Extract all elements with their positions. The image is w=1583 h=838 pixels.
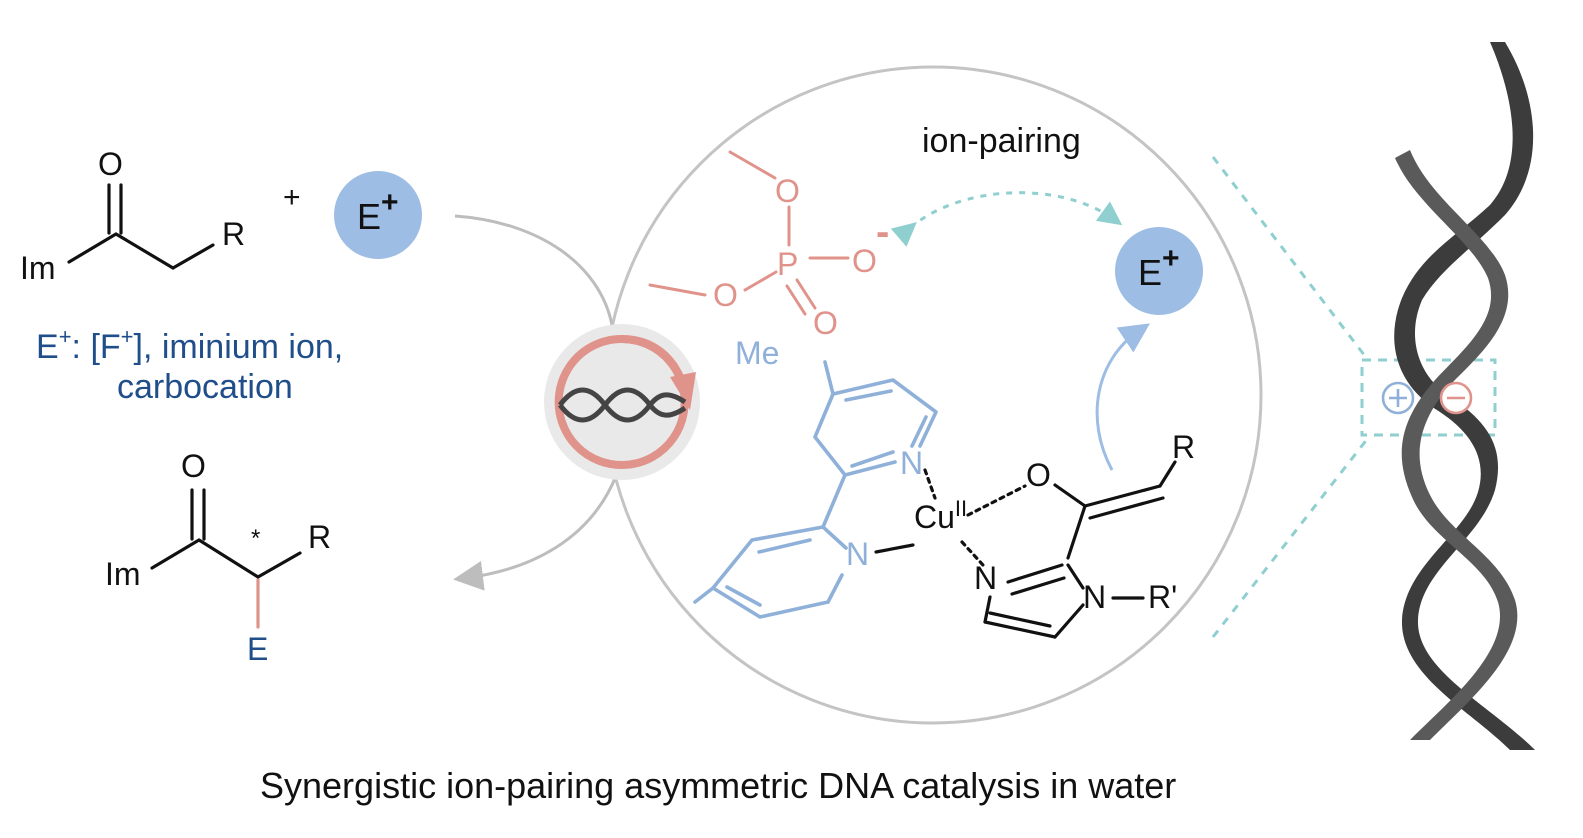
inset-electrophile-badge: E + — [1115, 227, 1203, 315]
enolate-attack-arrow — [1095, 323, 1150, 471]
product-e: E — [247, 631, 268, 667]
substrate-im: Im — [20, 250, 56, 286]
phosphate-o-right: O — [852, 243, 877, 279]
figure-caption: Synergistic ion-pairing asymmetric DNA c… — [260, 765, 1176, 806]
bipyridine-ligand: Me N N — [693, 335, 938, 619]
ligand-methyl: Me — [735, 335, 779, 371]
product-im: Im — [105, 556, 141, 592]
imidazole-r-prime: R' — [1148, 579, 1177, 615]
ion-pairing-arrow — [890, 191, 1123, 247]
ion-pairing-label: ion-pairing — [922, 122, 1081, 160]
phosphate-minus: - — [876, 210, 889, 254]
electrophile-charge: + — [381, 186, 399, 219]
product-arrow-out — [453, 475, 618, 591]
product-structure: O Im R * E — [105, 448, 331, 667]
copper-label: CuII — [914, 496, 967, 535]
phosphate-group: O O P O - O — [648, 150, 889, 341]
phosphate-o-bottom: O — [813, 305, 838, 341]
zoom-lines — [1211, 156, 1370, 638]
stereocenter-star: * — [251, 525, 260, 552]
enolate-r: R — [1172, 429, 1195, 465]
phosphate-p: P — [777, 246, 798, 282]
electrophile-badge: E + — [334, 171, 422, 259]
dna-helix-cycle-icon — [544, 324, 700, 480]
ligand-n-upper: N — [900, 445, 923, 481]
ligand-n-lower: N — [846, 536, 869, 572]
phosphate-o-left: O — [713, 277, 738, 313]
enolate-o: O — [1026, 457, 1051, 493]
copper-complex: CuII O R N N R' — [874, 429, 1195, 639]
product-carbonyl-o: O — [181, 448, 206, 484]
substrate-structure: O Im R — [20, 146, 245, 286]
inset-electrophile-charge: + — [1162, 242, 1180, 275]
plus-sign: + — [283, 181, 301, 214]
substrate-carbonyl-o: O — [98, 146, 123, 182]
imidazole-n-sub: N — [1083, 579, 1106, 615]
electrophile-types-line1: E+: [F+], iminium ion, — [36, 324, 343, 366]
mechanism-inset-circle — [603, 65, 1263, 725]
phosphate-o-top: O — [775, 173, 800, 209]
substrate-r: R — [222, 216, 245, 252]
ion-pair-charges — [1381, 381, 1473, 415]
reactant-arrow-in — [454, 214, 614, 326]
imidazole-n: N — [974, 560, 997, 596]
electrophile-label: E — [357, 196, 381, 237]
inset-electrophile-label: E — [1138, 252, 1162, 293]
double-helix-icon — [1394, 42, 1535, 750]
product-r: R — [308, 519, 331, 555]
electrophile-types-line2: carbocation — [117, 368, 293, 406]
